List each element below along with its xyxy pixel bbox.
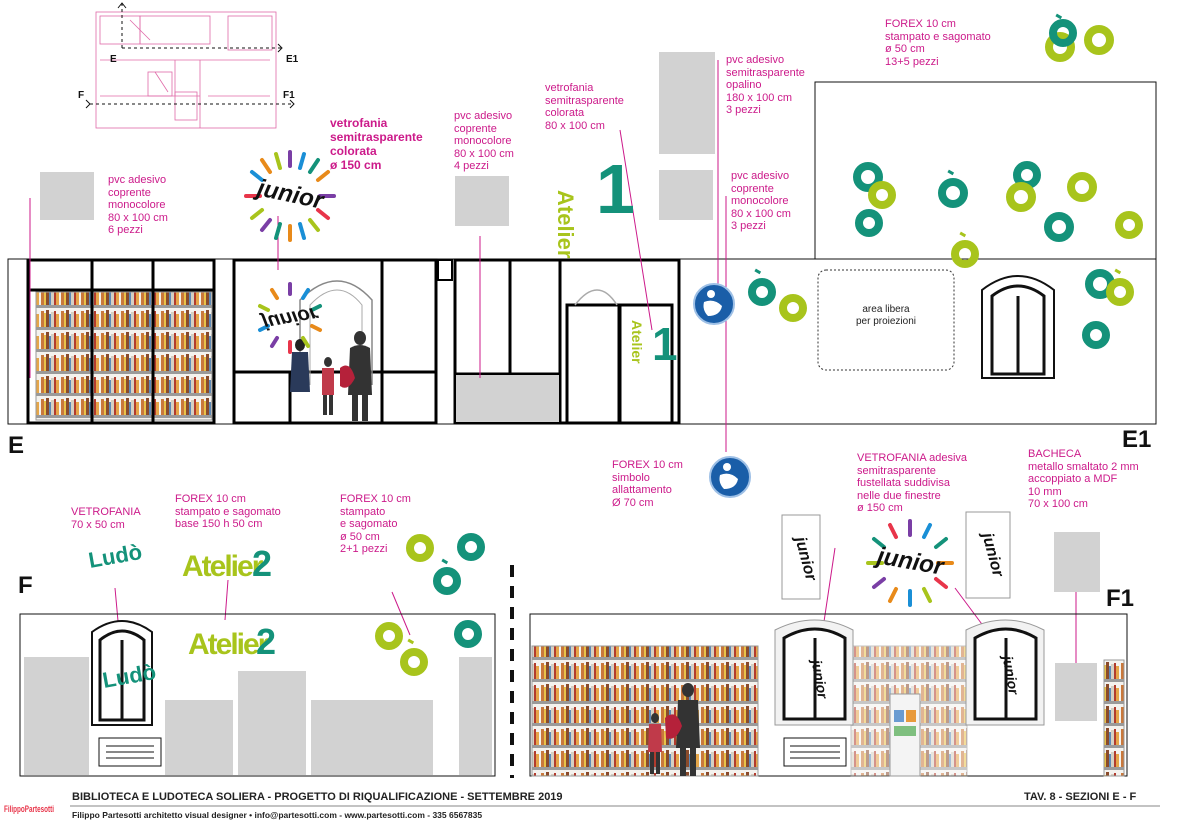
label-forex-top: FOREX 10 cm stampato e sagomato ø 50 cm …: [885, 18, 991, 68]
pvc-f-3: [238, 671, 306, 775]
plan-label-e1: E1: [286, 54, 299, 65]
bookshelf-f1-left: [531, 645, 759, 777]
label-pvc-mid: pvc adesivo coprente monocolore 80 x 100…: [454, 110, 514, 172]
plan-label-e: E: [110, 54, 117, 65]
ring-decorations: [375, 19, 1143, 676]
bookshelf-f1-right: [1103, 659, 1125, 777]
radiator-f1: [783, 737, 847, 767]
section-f1-wall-outline: [529, 613, 1128, 777]
atelier2-logo-wall-word: Atelier: [188, 628, 270, 661]
pvc-f-5: [459, 657, 492, 775]
pvc-f-4: [311, 700, 433, 775]
label-forex-allattamento: FOREX 10 cm simbolo allattamento Ø 70 cm: [612, 459, 683, 509]
people-silhouettes-f1: [648, 683, 700, 776]
section-label-f1: F1: [1106, 585, 1135, 612]
label-pvc-left: pvc adesivo coprente monocolore 80 x 100…: [108, 174, 168, 236]
area-libera-text: area libera per proiezioni: [855, 304, 917, 327]
radiator-f: [98, 737, 162, 767]
ludo-logo-top: Ludò: [87, 539, 144, 573]
window-frames-e-junior: [232, 258, 453, 425]
junior-window-f1-left-text: junior: [808, 657, 831, 702]
kiosk-f1: [889, 693, 921, 777]
label-forex-atelier2: FOREX 10 cm stampato e sagomato base 150…: [175, 493, 281, 530]
section-arrows: [85, 2, 295, 109]
junior-poster-right: [965, 511, 1011, 599]
junior-window-f1-right-text: junior: [999, 653, 1022, 698]
pvc-block-mid: [455, 176, 509, 226]
atelier1-logo-top: 1 Atelier: [553, 150, 635, 259]
area-libera-box: [817, 269, 955, 371]
section-label-e: E: [8, 432, 25, 459]
section-label-f: F: [18, 572, 33, 599]
pvc-block-right: [659, 170, 713, 220]
brand-logo-text: FilippoPartesotti: [4, 804, 54, 814]
label-vetrofania-atelier: vetrofania semitrasparente colorata 80 x…: [545, 82, 624, 132]
plan-label-f1: F1: [283, 90, 295, 101]
label-vetrofania-ludo: VETROFANIA 70 x 50 cm: [71, 506, 141, 531]
window-frames-e-left: [26, 258, 216, 425]
pvc-panel-mid-floor: [456, 375, 559, 422]
atelier1-logo-door: 1 Atelier: [629, 318, 678, 370]
footer-title: BIBLIOTECA E LUDOTECA SOLIERA - PROGETTO…: [72, 791, 563, 803]
section-f-wall-outline: [19, 613, 496, 777]
pvc-f-2: [165, 700, 233, 775]
plan-label-f: F: [78, 90, 84, 101]
atelier2-logo-wall-num: 2: [256, 621, 276, 662]
label-pvc-opalino: pvc adesivo semitrasparente opalino 180 …: [726, 54, 805, 116]
pvc-block-opalino: [659, 52, 715, 154]
atelier1-logo-door-num: 1: [652, 318, 678, 370]
brand-logo: FilippoPartesotti: [2, 795, 56, 825]
arch-window-e1: [981, 275, 1055, 379]
section-label-e1: E1: [1122, 426, 1152, 453]
arch-window-f1-right: [965, 619, 1045, 726]
atelier1-logo-door-word: Atelier: [629, 320, 645, 364]
junior-logo-top: junior: [244, 150, 336, 242]
arch-window-f-ludo: [91, 620, 153, 726]
door-e-atelier: [565, 303, 674, 425]
label-forex-small: FOREX 10 cm stampato e sagomato ø 50 cm …: [340, 493, 411, 555]
atelier2-logo-top-word: Atelier: [182, 550, 264, 583]
leader-lines: [29, 60, 1077, 666]
arch-window-f1-left: [774, 619, 854, 726]
section-cut-lines: [90, 3, 292, 105]
bacheca-panel: [1055, 663, 1097, 721]
allattamento-symbol-wall: [693, 283, 735, 325]
label-vetrofania-junior: vetrofania semitrasparente colorata ø 15…: [330, 116, 423, 172]
bookshelf-e-left: [35, 291, 213, 421]
pvc-block-left: [40, 172, 94, 220]
label-pvc-right: pvc adesivo coprente monocolore 80 x 100…: [731, 170, 791, 232]
atelier1-logo-top-num: 1: [596, 150, 635, 228]
junior-logo-window-text: junior: [258, 302, 321, 334]
junior-poster-left: [781, 514, 821, 600]
people-silhouettes-e: [290, 331, 372, 421]
label-vetrofania-junior-2: VETROFANIA adesiva semitrasparente fuste…: [857, 452, 968, 514]
atelier1-logo-top-word: Atelier: [553, 190, 578, 259]
junior-logo-f1: junior: [866, 519, 954, 607]
bacheca-sketch: [1054, 532, 1100, 592]
floor-plan-thumbnail: [95, 11, 277, 129]
allattamento-symbol-sketch: [709, 456, 751, 498]
label-bacheca: BACHECA metallo smaltato 2 mm accoppiato…: [1028, 448, 1139, 510]
footer-designer: Filippo Partesotti architetto visual des…: [72, 810, 483, 820]
ring-accents: [407, 13, 1122, 645]
pvc-f-1: [24, 657, 89, 775]
junior-logo-window: junior: [258, 282, 322, 354]
footer-table-ref: TAV. 8 - SEZIONI E - F: [1024, 791, 1137, 803]
atelier2-logo-top-num: 2: [252, 543, 272, 584]
